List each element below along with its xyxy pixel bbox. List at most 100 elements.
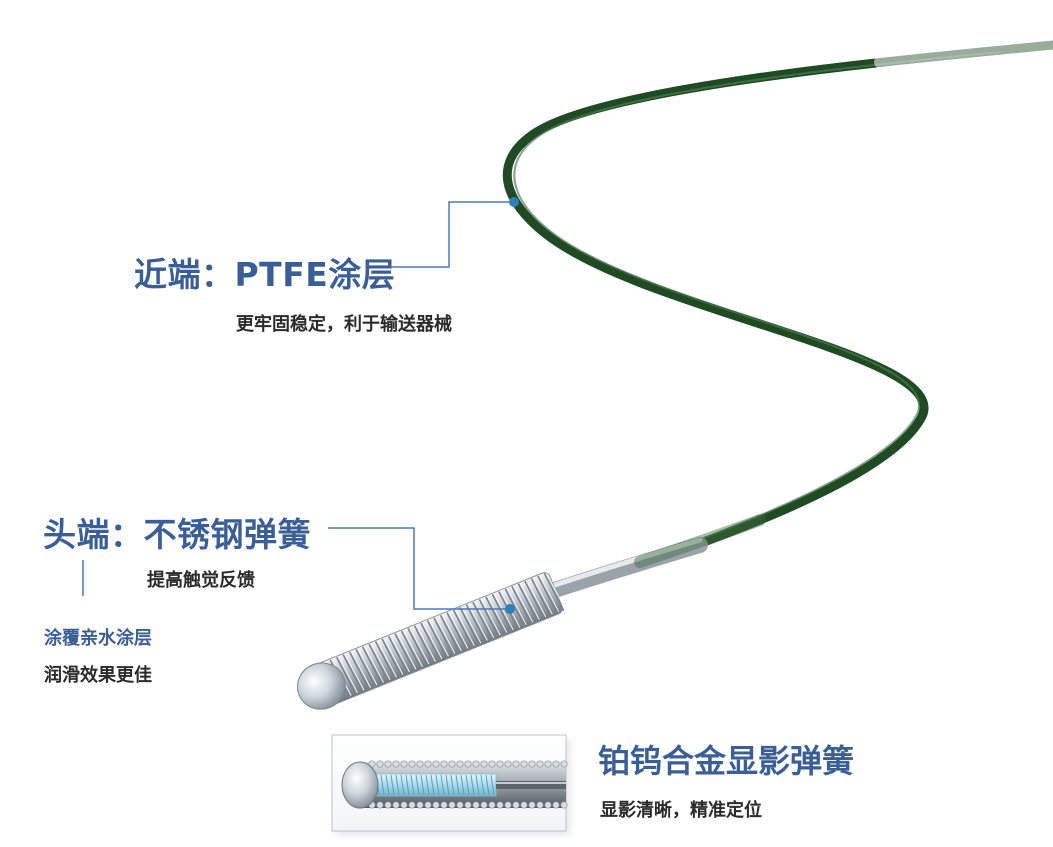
- coil-turn-highlight: [357, 649, 378, 686]
- inset-inner-turn: [450, 774, 455, 796]
- coil-turn-highlight: [468, 604, 488, 641]
- inset-coil-bead: [408, 801, 416, 809]
- coil-turn-highlight: [403, 630, 423, 667]
- coil-turn-highlight: [364, 646, 384, 683]
- coil-turn: [413, 625, 435, 664]
- coil-turn-highlight: [526, 581, 547, 618]
- inset-coil-bead: [472, 760, 480, 768]
- inset-inner-turn: [430, 774, 435, 796]
- inset-inner-turn: [420, 774, 425, 796]
- inset-coil-bead: [424, 760, 432, 768]
- coil-turn: [387, 635, 409, 675]
- inset-inner-turn: [440, 774, 445, 796]
- coil-turn: [543, 572, 565, 612]
- coil-turn-highlight: [513, 586, 534, 623]
- inset-coil-bead: [536, 801, 544, 809]
- inset-inner-turn: [425, 774, 430, 796]
- coating-title: 涂覆亲水涂层: [44, 628, 152, 649]
- coil-turn-highlight: [422, 623, 443, 660]
- coil-turn-highlight: [520, 583, 540, 620]
- inset-coil-bead: [512, 760, 520, 768]
- inset-coil-bead: [480, 801, 488, 809]
- coil-turn-highlight: [409, 628, 430, 665]
- inset-coil-bead: [480, 760, 488, 768]
- coil-turn: [374, 641, 396, 680]
- coil-turn: [452, 609, 474, 648]
- coil-turn: [524, 580, 546, 619]
- inset-coil-bead: [392, 801, 400, 809]
- inset-inner-turn: [380, 774, 385, 796]
- inset-coil-bead: [528, 760, 536, 768]
- leader-line-proximal: [388, 201, 514, 268]
- inset-coil-bead: [408, 760, 416, 768]
- inset-coil-bead: [544, 760, 552, 768]
- coil-turn-highlight: [370, 644, 391, 681]
- inset-coil-bead: [392, 760, 400, 768]
- coil-turn: [504, 588, 526, 627]
- coil-turns: [329, 572, 566, 698]
- inset-coil-bead: [504, 760, 512, 768]
- coil-turn: [491, 593, 513, 633]
- shaft-transition-highlight: [552, 537, 703, 588]
- coil-turn: [439, 614, 461, 654]
- coating-desc: 润滑效果更佳: [44, 665, 152, 686]
- inset-inner-turn: [405, 774, 410, 796]
- coil-turn: [335, 656, 357, 696]
- coil-turn-highlight: [494, 594, 514, 631]
- inset-inner-turn: [435, 774, 440, 796]
- coil-turn: [459, 607, 481, 646]
- coil-turn: [465, 604, 487, 643]
- inset-inner-turn: [415, 774, 420, 796]
- coil-turn: [361, 646, 383, 685]
- coil-turn-highlight: [546, 573, 566, 610]
- inset-title: 铂钨合金显影弹簧: [598, 742, 855, 780]
- inset-coil-bead: [448, 760, 456, 768]
- wire-highlight: [513, 51, 1001, 559]
- coil-turn-highlight: [390, 636, 410, 673]
- leader-line-tip: [328, 527, 510, 610]
- coil-turn-highlight: [429, 620, 449, 657]
- coil-turn-highlight: [487, 596, 508, 633]
- inset-inner-turn: [480, 774, 485, 796]
- coil-turn-highlight: [344, 654, 365, 691]
- inset-coil-bead: [384, 801, 392, 809]
- inset-coil-bead: [384, 760, 392, 768]
- inset-inner-turn: [485, 774, 490, 796]
- inset-inner-turn: [470, 774, 475, 796]
- inset-coil-bead: [464, 760, 472, 768]
- inset-inner-turn: [490, 774, 495, 796]
- inset-coil-bead: [528, 801, 536, 809]
- inset-coil-bead: [440, 760, 448, 768]
- inset-coil-bead: [552, 760, 560, 768]
- rounded-tip: [296, 662, 346, 710]
- inset-coil-bead: [512, 801, 520, 809]
- inset-coil-bead: [448, 801, 456, 809]
- coil-turn: [478, 599, 500, 638]
- inset-coil-bead: [440, 801, 448, 809]
- coil-turn-highlight: [533, 578, 553, 615]
- wire-fade: [634, 514, 766, 568]
- marker-dot-proximal: [509, 197, 519, 207]
- inset-desc: 显影清晰，精准定位: [600, 800, 762, 821]
- coil-turn-highlight: [455, 609, 475, 647]
- inset-inner-turn: [445, 774, 450, 796]
- coil-turn: [355, 648, 377, 688]
- coil-turn-highlight: [442, 615, 462, 652]
- inset-coil-bead: [488, 760, 496, 768]
- inset-coil-bead: [400, 801, 408, 809]
- marker-dot-tip: [505, 604, 515, 614]
- inset-outer-coil: [368, 760, 568, 809]
- coil-turn: [368, 643, 390, 682]
- coil-turn: [511, 586, 533, 625]
- coil-turn-highlight: [383, 638, 404, 675]
- inset-inner-turn: [395, 774, 400, 796]
- inset-coil-bead: [560, 760, 568, 768]
- coil-turn: [394, 633, 416, 672]
- coil-turn: [348, 651, 370, 690]
- coil-turn-highlight: [539, 575, 560, 612]
- inset-inner-turn: [410, 774, 415, 796]
- inset-coil-bead: [520, 760, 528, 768]
- inset-coil-bead: [520, 801, 528, 809]
